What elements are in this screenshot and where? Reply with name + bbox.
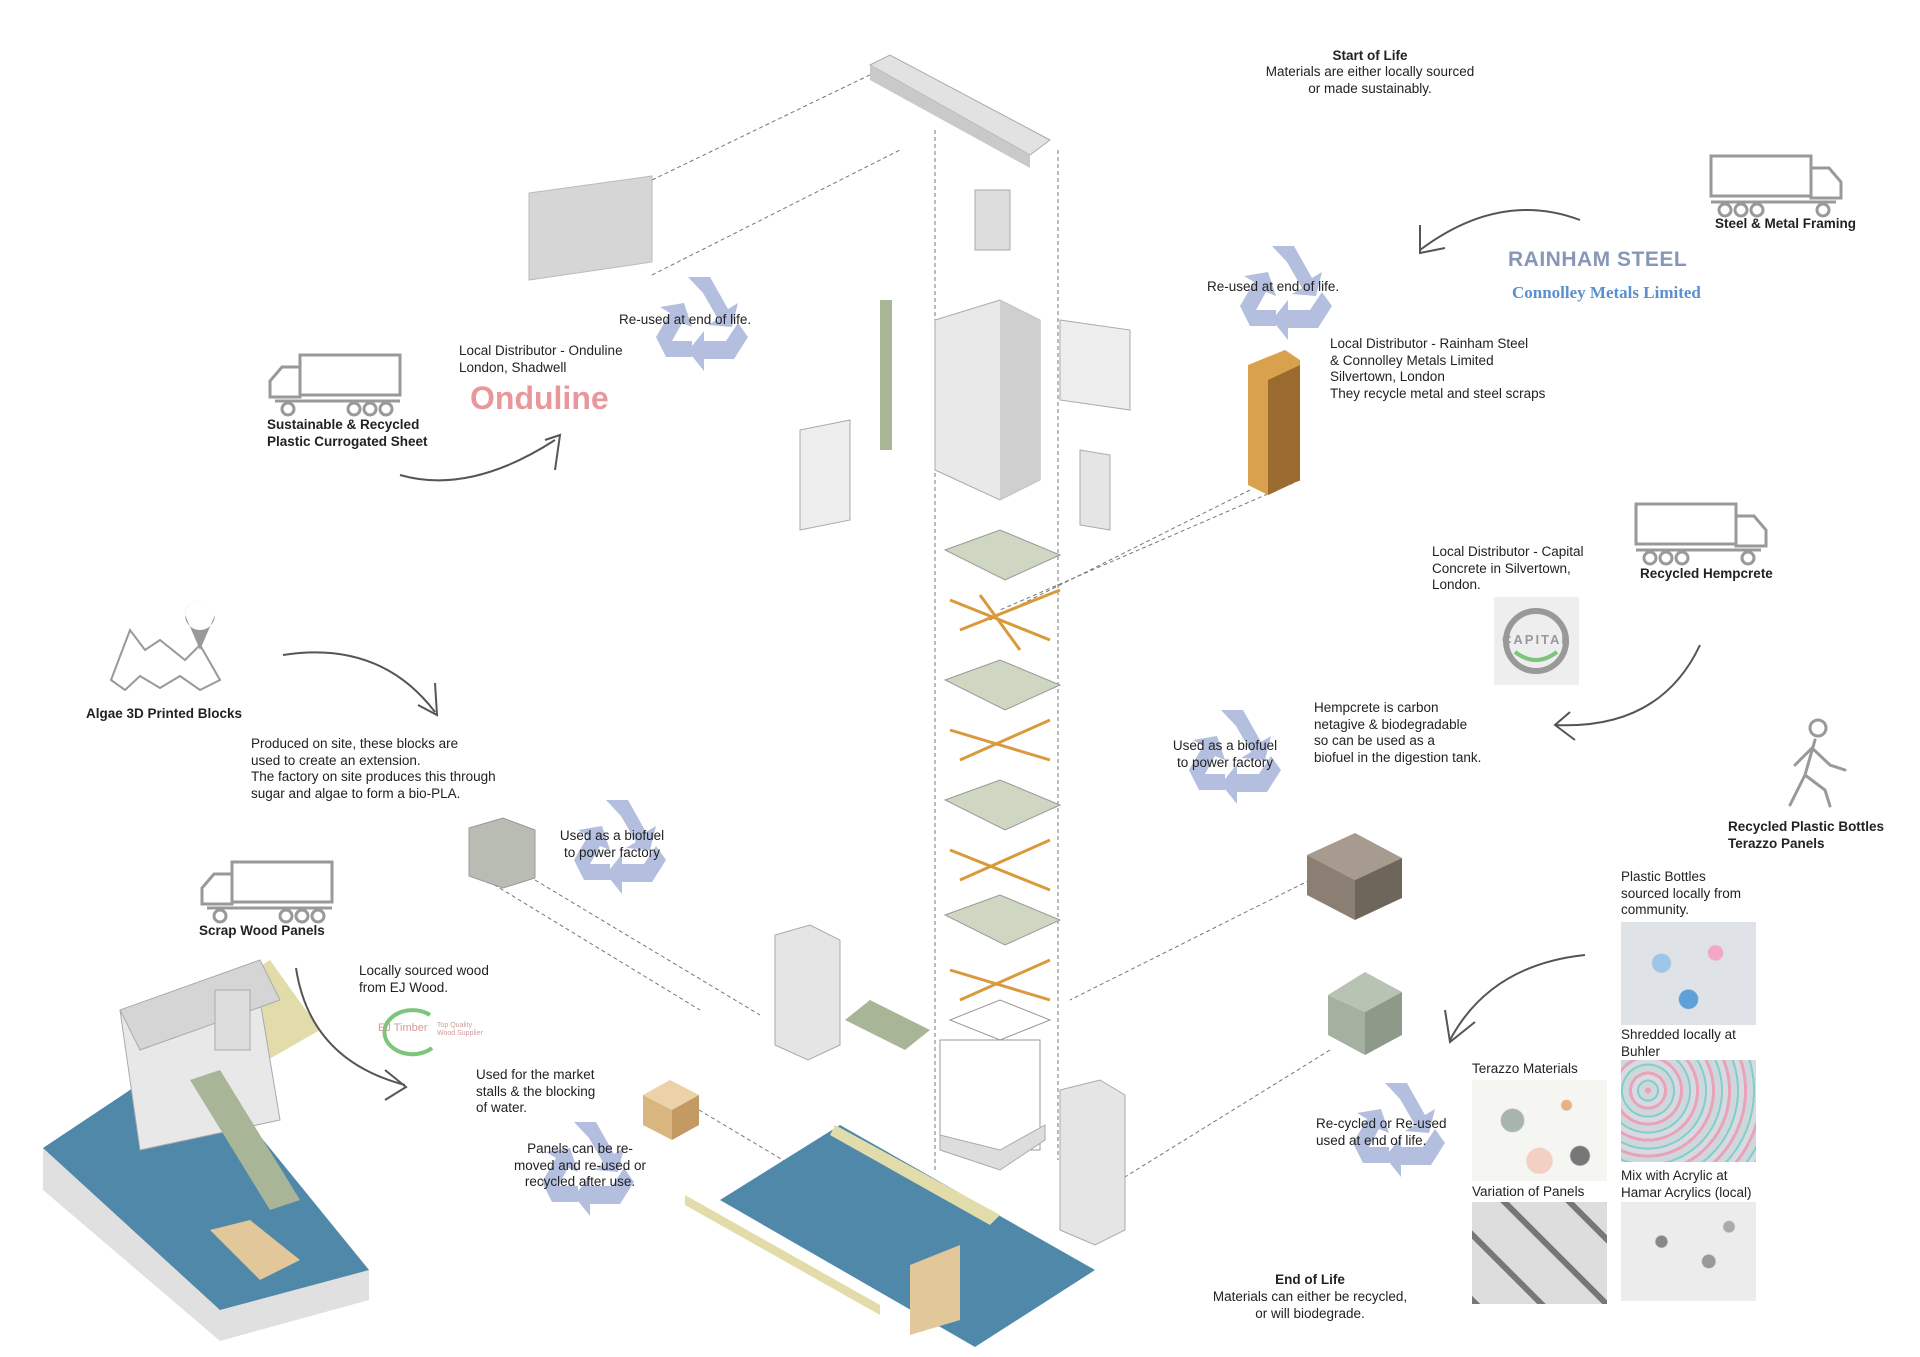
corrugated-sheet-panel [528,175,653,281]
capital-logo-text: CAPITAL [1502,632,1572,647]
hempcrete-recycle-note: Used as a biofuel to power factory [1172,738,1278,770]
ej-timber-tagline: Top Quality Wood Supplier [437,1022,483,1037]
hempcrete-distributor: Local Distributor - Capital Concrete in … [1432,544,1584,592]
wood-label: Scrap Wood Panels [199,923,325,938]
algae-label: Algae 3D Printed Blocks [86,706,243,721]
steel-recycle-note: Re-used at end of life. [1207,279,1340,294]
algae-note: Produced on site, these blocks are used … [251,736,496,801]
truck-icon [1709,154,1843,218]
wood-recycle-note: Panels can be re- moved and re-used or r… [513,1141,647,1189]
hempcrete-label: Recycled Hempcrete [1640,566,1773,581]
ej-timber-logo: EJ Timber [378,1022,428,1034]
connolley-metals-logo: Connolley Metals Limited [1512,283,1701,302]
terazzo-step: Variation of Panels [1472,1184,1585,1199]
hempcrete-note: Hempcrete is carbon netagive & biodegrad… [1314,700,1482,765]
start-of-life-title: Start of Life [1332,48,1408,63]
steel-label: Steel & Metal Framing [1715,216,1857,231]
shredded-plastic-photo [1621,1060,1756,1162]
wood-source: Locally sourced wood from EJ Wood. [359,963,489,995]
plastic-sheet-recycle-note: Re-used at end of life. [619,312,752,327]
onduline-distributor: Local Distributor - Onduline London, Sha… [459,343,623,375]
panel-variations-photo [1472,1202,1607,1304]
algae-recycle-note: Used as a biofuel to power factory [559,828,665,860]
site-axonometric [43,959,369,1341]
map-pin-icon [109,600,222,692]
terazzo-step: Terazzo Materials [1472,1061,1578,1076]
truck-icon [200,860,334,924]
rainham-steel-logo: RAINHAM STEEL [1508,248,1688,271]
wood-use: Used for the market stalls & the blockin… [476,1067,596,1115]
tower-exploded-view [799,189,1131,1171]
truck-icon [268,353,402,417]
onduline-logo: Onduline [470,380,609,416]
terazzo-materials-photo [1472,1080,1607,1181]
acrylic-mix-photo [1621,1202,1756,1301]
terazzo-label: Recycled Plastic Bottles Terazzo Panels [1728,819,1885,851]
start-of-life-text: Materials are either locally sourced or … [1265,64,1475,96]
crane-beam [868,54,1051,156]
walking-person-icon [1788,718,1847,808]
end-of-life-title: End of Life [1275,1272,1345,1287]
terazzo-recycle-note: Re-cycled or Re-used used at end of life… [1316,1116,1447,1148]
plastic-bottles-photo [1621,922,1756,1025]
canal-water [720,1125,1095,1347]
end-of-life-text: Materials can either be recycled, or wil… [1212,1289,1408,1321]
terazzo-step: Plastic Bottles sourced locally from com… [1621,869,1742,917]
terazzo-step: Mix with Acrylic at Hamar Acrylics (loca… [1621,1168,1752,1200]
lower-tower [774,924,841,1061]
terazzo-step: Shredded locally at Buhler [1621,1027,1736,1059]
steel-distributor: Local Distributor - Rainham Steel & Conn… [1330,336,1546,401]
truck-icon [1634,502,1768,566]
capital-logo [1494,597,1579,685]
plastic-sheet-label: Sustainable & Recycled Plastic Currogate… [267,417,428,449]
